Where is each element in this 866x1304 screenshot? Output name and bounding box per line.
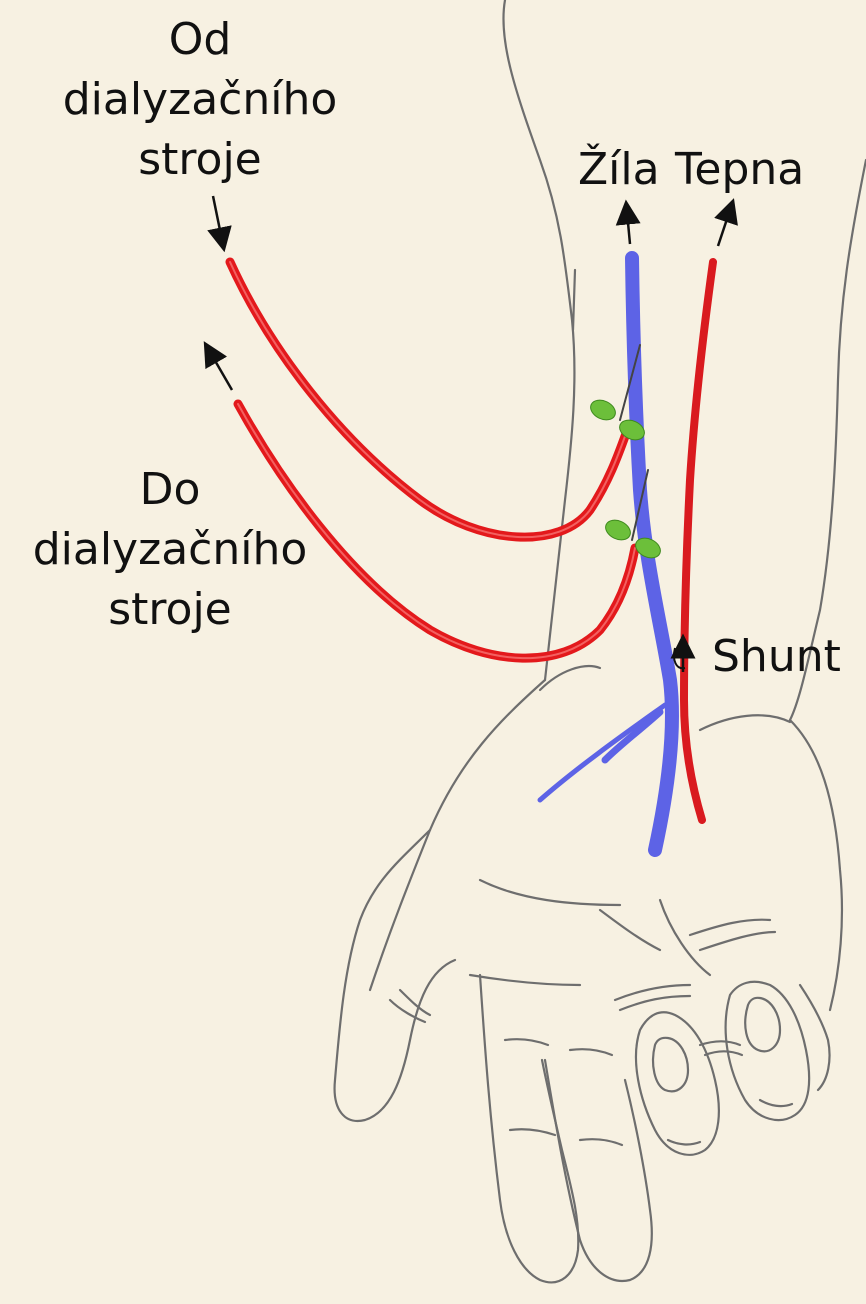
label-artery: Tepna — [675, 140, 804, 200]
arrow-to-machine-icon — [210, 352, 232, 390]
label-to-line-2: dialyzačního — [10, 520, 330, 580]
label-vein: Žíla — [578, 140, 660, 200]
needle-wings — [587, 396, 663, 561]
arrow-vein-icon — [627, 212, 630, 244]
label-to-dialysis-machine: Do dialyzačního stroje — [10, 460, 330, 640]
artery-vessel — [684, 262, 713, 820]
label-from-dialysis-machine: Od dialyzačního stroje — [40, 10, 360, 190]
label-from-line-1: Od — [40, 10, 360, 70]
label-to-line-1: Do — [10, 460, 330, 520]
arrow-from-machine-icon — [213, 196, 222, 240]
label-to-line-3: stroje — [10, 580, 330, 640]
label-shunt: Shunt — [712, 627, 841, 687]
label-from-line-3: stroje — [40, 130, 360, 190]
arrow-artery-icon — [718, 210, 730, 246]
label-from-line-2: dialyzačního — [40, 70, 360, 130]
